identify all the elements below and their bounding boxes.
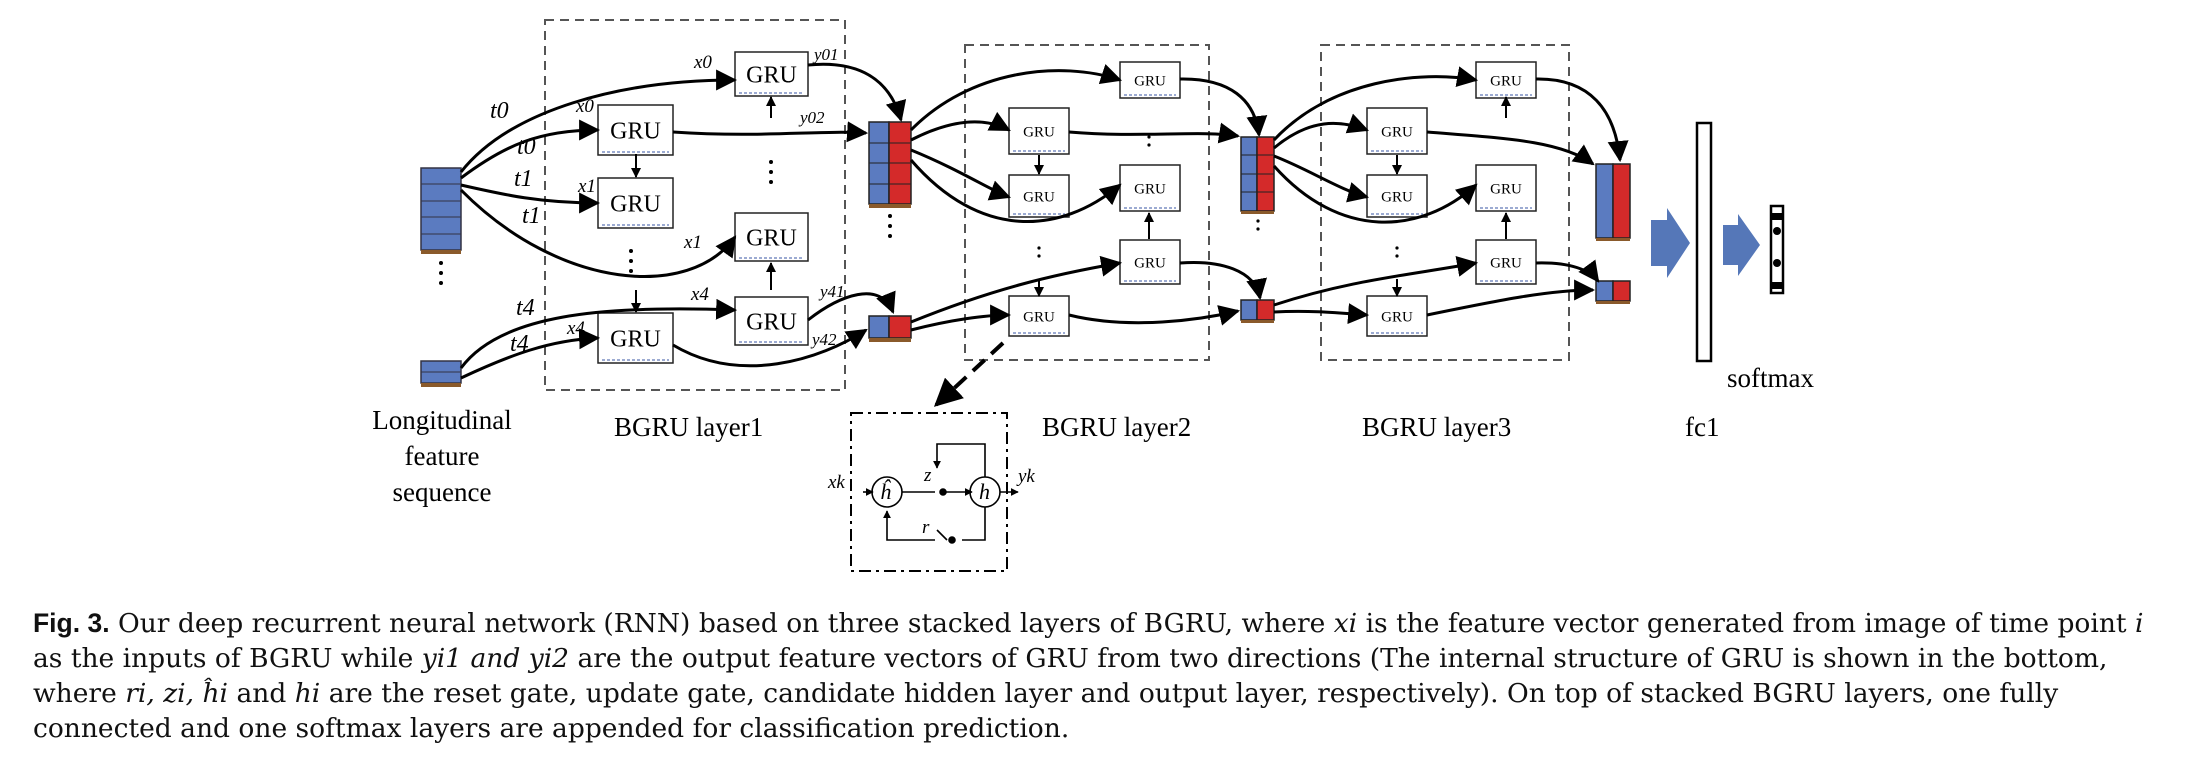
gru-box: GRU — [597, 104, 674, 156]
gru-label: GRU — [1023, 309, 1055, 325]
layer3-internal-arrows — [1392, 96, 1511, 297]
figure-number: Fig. 3. — [33, 608, 110, 638]
fc1-label: fc1 — [1685, 412, 1720, 442]
gru-label: GRU — [1134, 181, 1166, 197]
concat-layer1-top — [868, 121, 912, 208]
softmax-label: softmax — [1727, 363, 1814, 393]
gru-box: GRU — [734, 51, 809, 97]
gru-label: GRU — [1381, 189, 1413, 205]
concat-layer2-bottom — [1240, 299, 1275, 323]
inset-hidden-label: h — [979, 479, 990, 504]
gru-label: GRU — [1381, 124, 1413, 140]
gru-box: GRU — [1008, 174, 1070, 218]
layer3-label: BGRU layer3 — [1362, 412, 1512, 442]
gru-box: GRU — [1475, 239, 1537, 285]
input-block-label: Longitudinal feature sequence — [372, 405, 512, 507]
concat-layer2-dots — [1256, 219, 1260, 231]
gru-label: GRU — [610, 118, 661, 144]
layer2-vdots — [1037, 135, 1151, 258]
concat-layer1-bottom — [868, 315, 912, 342]
inset-update-gate-label: z — [924, 465, 932, 486]
output-label: y42 — [812, 330, 837, 349]
time-label: t0 — [517, 134, 536, 160]
layer2-output-arrows — [1068, 77, 1268, 326]
input-dots — [439, 261, 443, 285]
layer3-input-arrows — [1272, 66, 1479, 325]
inset-pointer-arrow — [933, 341, 1005, 407]
layer1-internal-arrows — [631, 96, 776, 313]
layer2-internal-arrows — [1034, 155, 1154, 297]
gru-box: GRU — [1119, 61, 1181, 99]
gru-label: GRU — [746, 309, 797, 335]
gru-label: GRU — [746, 225, 797, 251]
input-label: x4 — [691, 284, 709, 305]
input-label: x4 — [567, 318, 585, 339]
gru-label: GRU — [1490, 255, 1522, 271]
layer3-vdots — [1395, 246, 1399, 258]
time-label: t0 — [490, 98, 509, 124]
layer3-output-arrows — [1426, 77, 1629, 317]
gru-box: GRU — [1475, 61, 1537, 99]
gru-box: GRU — [597, 177, 674, 229]
softmax-output-vector — [1769, 204, 1785, 295]
fc-arrow-icon — [1651, 208, 1690, 278]
softmax-arrow-icon — [1723, 214, 1760, 276]
gru-box: GRU — [1366, 107, 1428, 155]
gru-label: GRU — [746, 62, 797, 88]
gru-box: GRU — [1119, 164, 1181, 212]
input-label: x0 — [694, 52, 712, 73]
gru-box: GRU — [734, 296, 809, 346]
gru-label: GRU — [1023, 124, 1055, 140]
gru-internal-structure — [863, 443, 1019, 544]
gru-box: GRU — [1119, 239, 1181, 285]
output-label: y01 — [814, 45, 839, 64]
figure-caption: Fig. 3. Our deep recurrent neural networ… — [33, 608, 2144, 744]
layer1-vdots — [629, 160, 773, 273]
input-label: x1 — [684, 232, 702, 253]
layer3-frame — [1320, 44, 1570, 361]
concat-layer3-top — [1595, 163, 1631, 241]
concat-layer1-dots — [888, 214, 892, 238]
layer2-input-arrows — [909, 64, 1123, 332]
gru-box: GRU — [1366, 174, 1428, 218]
layer1-label: BGRU layer1 — [614, 412, 764, 442]
concat-layer3-bottom — [1595, 280, 1631, 304]
gru-box: GRU — [1008, 107, 1070, 155]
layer1-frame — [544, 19, 846, 391]
gru-label: GRU — [1023, 189, 1055, 205]
input-label: x0 — [576, 96, 594, 117]
output-label: y41 — [820, 282, 845, 301]
time-label: t4 — [516, 295, 535, 321]
input-last-block — [420, 360, 462, 387]
layer1-input-arrows — [459, 69, 738, 380]
input-sequence-stack — [420, 167, 462, 254]
layer2-label: BGRU layer2 — [1042, 412, 1192, 442]
inset-input-label: xk — [828, 472, 845, 493]
layer2-frame — [964, 44, 1210, 361]
gru-box: GRU — [734, 212, 809, 262]
output-label: y02 — [800, 108, 825, 127]
inset-output-label: yk — [1018, 466, 1035, 487]
inset-reset-gate-label: r — [922, 517, 930, 538]
inset-candidate-label: ĥ — [880, 479, 891, 504]
gru-label: GRU — [1134, 255, 1166, 271]
fc1-layer-bar — [1695, 121, 1713, 363]
gru-label: GRU — [1490, 181, 1522, 197]
time-label: t1 — [514, 166, 533, 192]
time-label: t4 — [510, 331, 529, 357]
input-label: x1 — [578, 176, 596, 197]
gru-label: GRU — [1134, 73, 1166, 89]
time-label: t1 — [522, 203, 541, 229]
concat-layer2-top — [1240, 136, 1275, 214]
gru-label: GRU — [610, 326, 661, 352]
gru-label: GRU — [610, 191, 661, 217]
gru-label: GRU — [1490, 73, 1522, 89]
layer1-output-arrows — [672, 62, 907, 368]
gru-label: GRU — [1381, 309, 1413, 325]
